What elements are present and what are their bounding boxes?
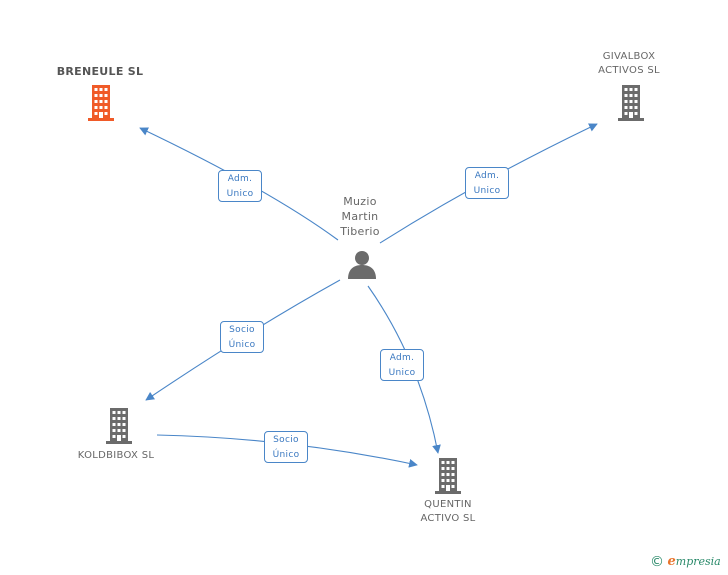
edge-label-person-breneule[interactable]: Adm. Unico bbox=[218, 170, 262, 202]
person-name-line: Martin bbox=[341, 210, 379, 223]
company-name-line: QUENTIN bbox=[424, 499, 472, 510]
copyright-icon: © bbox=[650, 554, 664, 570]
edges-layer bbox=[139, 123, 598, 468]
edge-label-person-quentin[interactable]: Adm. Unico bbox=[380, 349, 424, 381]
brand-initial: e bbox=[667, 554, 676, 569]
edge-label-person-givalbox[interactable]: Adm. Unico bbox=[465, 167, 509, 199]
building-icon-quentin[interactable] bbox=[432, 458, 464, 494]
edge-label-line: Socio bbox=[273, 435, 299, 445]
company-name-line: BRENEULE SL bbox=[56, 65, 144, 78]
person-name-line: Tiberio bbox=[340, 225, 380, 238]
brand-name: mpresia bbox=[675, 555, 721, 568]
edge-label-line: Adm. bbox=[389, 353, 415, 363]
company-name-line: KOLDBIBOX SL bbox=[77, 450, 155, 461]
person-name-label: Muzio Martin Tiberio bbox=[322, 194, 398, 239]
footer-brand[interactable]: © empresia bbox=[650, 554, 728, 572]
edge-label-line: Unico bbox=[473, 186, 501, 196]
company-name-line: ACTIVOS SL bbox=[598, 65, 660, 76]
edge-label-line: Unico bbox=[226, 189, 254, 199]
building-icon-breneule[interactable] bbox=[85, 85, 117, 121]
company-label-koldbibox: KOLDBIBOX SL bbox=[56, 449, 176, 463]
person-icon[interactable] bbox=[346, 249, 378, 279]
edge-label-line: Adm. bbox=[227, 174, 253, 184]
edge-label-koldbibox-quentin[interactable]: Socio Único bbox=[264, 431, 308, 463]
edge-label-line: Socio bbox=[229, 325, 255, 335]
edge-label-line: Adm. bbox=[474, 171, 500, 181]
edge-label-person-koldbibox[interactable]: Socio Único bbox=[220, 321, 264, 353]
person-name-line: Muzio bbox=[343, 195, 377, 208]
company-name-line: ACTIVO SL bbox=[420, 513, 476, 524]
company-name-line: GIVALBOX bbox=[602, 51, 656, 62]
edge-label-line: Único bbox=[272, 450, 300, 460]
building-icon-koldbibox[interactable] bbox=[103, 408, 135, 444]
company-label-breneule: BRENEULE SL bbox=[40, 65, 160, 79]
company-label-quentin: QUENTIN ACTIVO SL bbox=[388, 498, 508, 526]
company-label-givalbox: GIVALBOX ACTIVOS SL bbox=[570, 50, 688, 78]
edge-label-line: Unico bbox=[388, 368, 416, 378]
edge-label-line: Único bbox=[228, 340, 256, 350]
building-icon-givalbox[interactable] bbox=[615, 85, 647, 121]
